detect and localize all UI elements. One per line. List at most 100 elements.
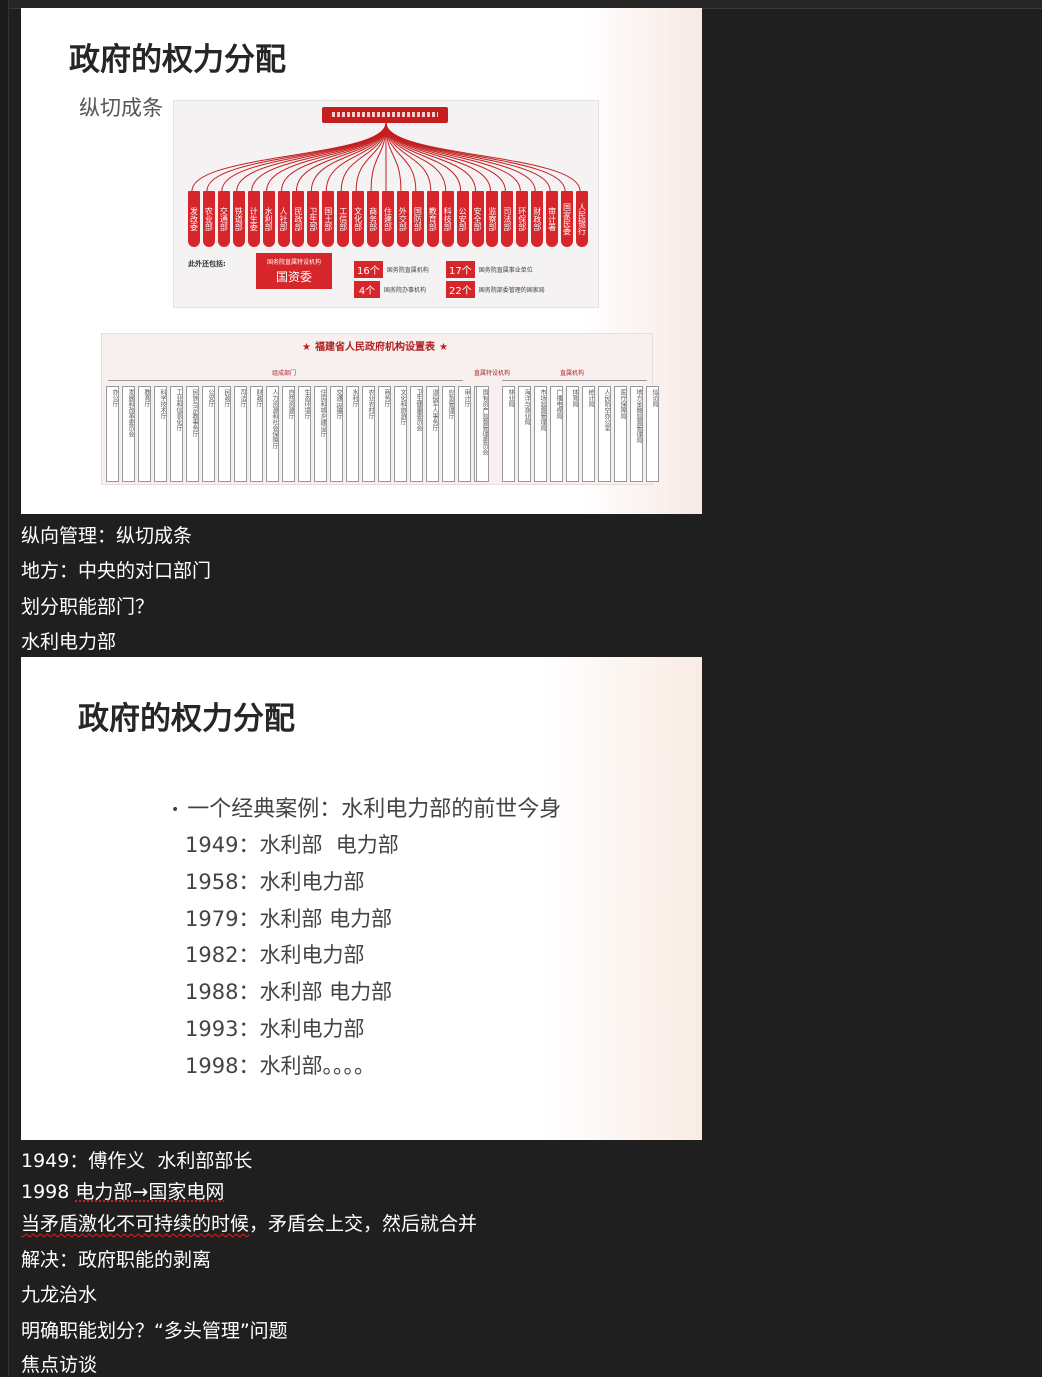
org-column: 财政厅 xyxy=(250,386,263,482)
note-line[interactable]: 明确职能划分？“多头管理”问题 xyxy=(21,1320,288,1342)
org-column: 人力资源和社会保障厅 xyxy=(266,386,279,482)
ministry-tag: 人社部 xyxy=(277,191,290,247)
ministry-tag: 司法部 xyxy=(501,191,514,247)
note-line[interactable]: 焦点访谈 xyxy=(21,1354,98,1376)
org-column: 教育厅 xyxy=(138,386,151,482)
ministry-tag: 教育部 xyxy=(426,191,439,247)
org-column: 退役军人事务厅 xyxy=(426,386,439,482)
fan-line xyxy=(266,123,387,192)
slide-subtitle: 纵切成条 xyxy=(79,96,163,120)
gate-icon xyxy=(322,107,448,123)
ministry-tag: 农业部 xyxy=(202,191,215,247)
group-label: 直属特设机构 xyxy=(474,370,511,377)
case-text: 一个经典案例：水利电力部的前世今身 xyxy=(187,797,562,822)
stat-item: 17个 国务院直属事业单位 xyxy=(446,261,533,278)
fujian-org-table: 福建省人民政府机构设置表 组成部门 直属特设机构 直属机构 办公厅发展和改革委员… xyxy=(101,333,659,485)
note-line[interactable]: 纵向管理：纵切成条 xyxy=(21,525,193,547)
stat-number: 17个 xyxy=(446,261,475,278)
org-column: 地方金融监督管理局 xyxy=(630,386,643,482)
sasac-caption: 国务院直属特设机构 xyxy=(266,259,321,266)
special-columns: 国有资产监督管理委员会 xyxy=(476,386,489,482)
ministry-tag: 文化部 xyxy=(352,191,365,247)
org-column: 办公厅 xyxy=(106,386,119,482)
stat-item: 4个 国务院办事机构 xyxy=(354,281,426,298)
stat-label: 国务院办事机构 xyxy=(384,287,427,294)
ministry-tag: 卫生部 xyxy=(307,191,320,247)
note-line[interactable]: 解决：政府职能的剥离 xyxy=(21,1249,212,1271)
fan-line xyxy=(236,123,387,192)
slide-title: 政府的权力分配 xyxy=(69,42,286,78)
ministry-tag: 外交部 xyxy=(396,191,409,247)
note-line[interactable]: 水利电力部 xyxy=(21,631,117,653)
org-column: 国有资产监督管理委员会 xyxy=(476,386,489,482)
ministry-tag: 环保部 xyxy=(516,191,529,247)
direct-columns: 林业局海洋与渔业局市场监督管理局广播电视局体育局统计局人民防空办公室医疗保障局地… xyxy=(502,386,659,482)
org-column: 农业农村厅 xyxy=(362,386,375,482)
note-line[interactable]: 当矛盾激化不可持续的时候，矛盾会上交，然后就合并 xyxy=(21,1213,478,1235)
left-gutter xyxy=(0,0,9,1376)
bullet-icon: • xyxy=(171,802,180,818)
org-column: 文化和旅游厅 xyxy=(394,386,407,482)
slide-image-2: 政府的权力分配 • 一个经典案例：水利电力部的前世今身 1949：水利部 电力部 … xyxy=(21,657,702,1140)
org-column: 海洋与渔业局 xyxy=(518,386,531,482)
note-line[interactable]: 划分职能部门？ xyxy=(21,596,155,618)
note-line[interactable]: 地方：中央的对口部门 xyxy=(21,560,212,582)
ministry-tag: 发改委 xyxy=(188,191,200,247)
ministry-tag: 计生委 xyxy=(247,191,260,247)
ministry-tag: 安全部 xyxy=(471,191,484,247)
slide-image-1: 政府的权力分配 纵切成条 发改委农业部交通部铁道部计生委水利部人社部民政部卫生部… xyxy=(21,8,702,514)
stat-item: 22个 国务院部委管理的国家局 xyxy=(446,281,545,298)
ministry-tag: 审计署 xyxy=(546,191,559,247)
stat-label: 国务院直属事业单位 xyxy=(478,267,533,274)
org-column: 发展和改革委员会 xyxy=(122,386,135,482)
org-column: 住房和城乡建设厅 xyxy=(314,386,327,482)
fan-line xyxy=(385,123,536,192)
timeline-row: 1982：水利电力部 xyxy=(185,943,365,968)
underlined-text: 电力部→国家电网 xyxy=(75,1181,225,1203)
stat-label: 国务院部委管理的国家局 xyxy=(478,287,545,294)
org-column: 水利厅 xyxy=(346,386,359,482)
ministry-tag: 人民银行 xyxy=(575,191,588,247)
fan-line xyxy=(385,123,447,192)
org-column: 信访局 xyxy=(646,386,659,482)
stat-number: 22个 xyxy=(446,281,475,298)
timeline-row: 1998：水利部。。。。 xyxy=(185,1053,375,1078)
timeline-row: 1958：水利电力部 xyxy=(185,869,365,894)
timeline-row: 1988：水利部 电力部 xyxy=(185,980,393,1005)
fan-line xyxy=(251,123,387,192)
ministry-tag: 工信部 xyxy=(337,191,350,247)
dept-columns: 办公厅发展和改革委员会教育厅科学技术厅工业和信息化厅民族与宗教事务厅公安厅民政厅… xyxy=(106,386,487,482)
divider xyxy=(108,380,463,381)
org-column: 商务厅 xyxy=(378,386,391,482)
org-column: 司法厅 xyxy=(234,386,247,482)
org-column: 市场监督管理局 xyxy=(534,386,547,482)
org-column: 应急管理厅 xyxy=(442,386,455,482)
ministry-tag: 国家民委 xyxy=(561,191,574,247)
central-ministries-chart: 发改委农业部交通部铁道部计生委水利部人社部民政部卫生部国土部工信部文化部商务部住… xyxy=(173,100,599,308)
fan-line xyxy=(340,123,387,192)
org-column: 民族与宗教事务厅 xyxy=(186,386,199,482)
stat-label: 国务院直属机构 xyxy=(386,267,429,274)
fan-line xyxy=(281,123,387,192)
note-line[interactable]: 1949：傅作义 水利部部长 xyxy=(21,1150,253,1172)
fujian-table-title: 福建省人民政府机构设置表 xyxy=(298,338,452,353)
timeline-row: 1949：水利部 电力部 xyxy=(185,833,399,857)
stat-number: 4个 xyxy=(354,281,380,298)
note-line[interactable]: 九龙治水 xyxy=(21,1284,98,1306)
also-includes-label: 此外还包括: xyxy=(188,260,226,268)
group-label: 直属机构 xyxy=(560,370,585,377)
fan-line xyxy=(385,123,477,192)
org-column: 民政厅 xyxy=(218,386,231,482)
ministry-tag: 民政部 xyxy=(292,191,305,247)
ministry-tag: 国防部 xyxy=(411,191,424,247)
sasac-name: 国资委 xyxy=(275,270,312,284)
org-column: 卫生健康委员会 xyxy=(410,386,423,482)
timeline-row: 1979：水利部 电力部 xyxy=(185,906,393,931)
timeline: 1949：水利部 电力部 1958：水利电力部 1979：水利部 电力部 198… xyxy=(185,831,399,1089)
ministry-tag: 住建部 xyxy=(381,191,394,247)
group-label: 组成部门 xyxy=(272,370,297,377)
org-column: 生态环境厅 xyxy=(298,386,311,482)
note-line[interactable]: 1998 电力部→国家电网 xyxy=(21,1181,225,1203)
slide-title: 政府的权力分配 xyxy=(78,701,295,737)
ministry-tag: 公安部 xyxy=(456,191,469,247)
